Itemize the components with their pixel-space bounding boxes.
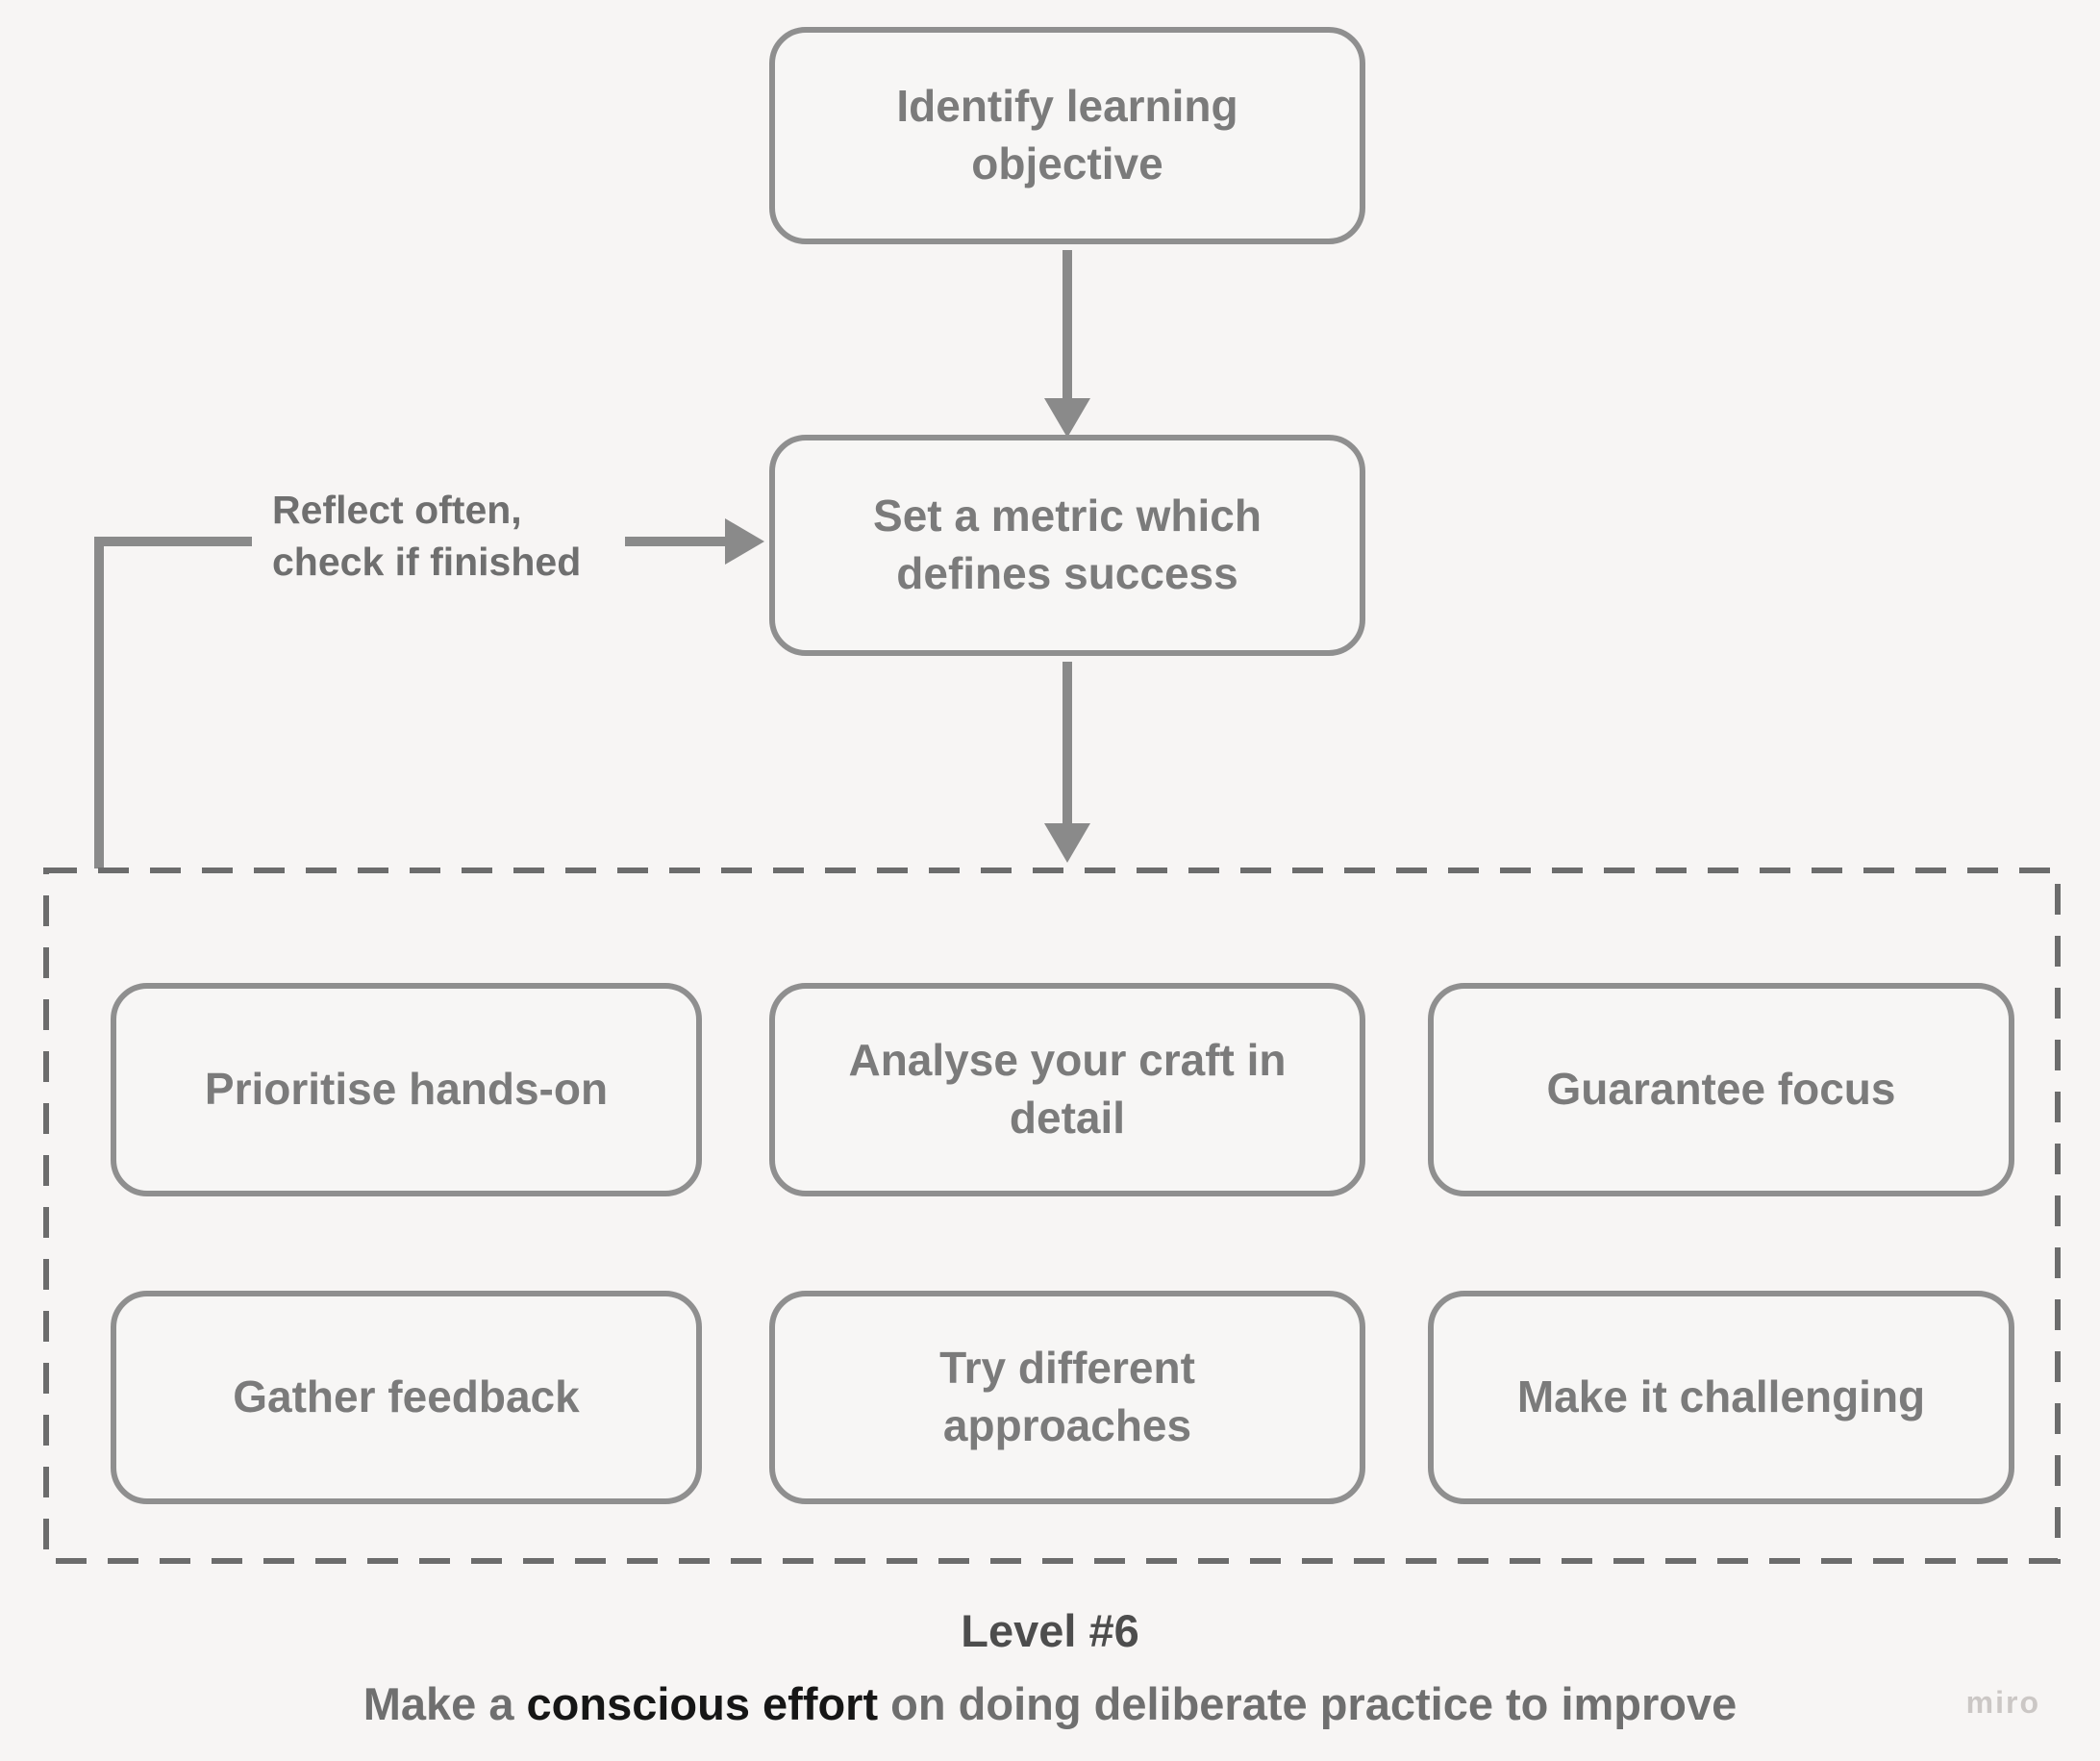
node-make-it-challenging: Make it challenging — [1428, 1291, 2014, 1504]
caption-suffix: on doing deliberate practice to improve — [878, 1678, 1738, 1729]
node-try-different-approaches: Try different approaches — [769, 1291, 1365, 1504]
node-label: Prioritise hands-on — [204, 1064, 609, 1115]
node-label: Analyse your craft in detail — [848, 1035, 1287, 1143]
caption-level: Level #6 — [961, 1605, 1139, 1656]
feedback-line-2: check if finished — [272, 540, 582, 585]
arrow-feedback-to-metric — [625, 518, 764, 565]
miro-watermark: miro — [1965, 1685, 2040, 1720]
node-gather-feedback: Gather feedback — [111, 1291, 702, 1504]
node-label: Try different approaches — [939, 1343, 1195, 1450]
node-guarantee-focus: Guarantee focus — [1428, 983, 2014, 1196]
node-set-metric: Set a metric which defines success — [769, 435, 1365, 656]
node-identify-learning-objective: Identify learning objective — [769, 27, 1365, 244]
node-label: Set a metric which defines success — [873, 491, 1262, 598]
node-label: Make it challenging — [1516, 1371, 1926, 1422]
feedback-line-1: Reflect often, — [272, 488, 522, 532]
feedback-loop-line — [94, 537, 252, 868]
node-label: Identify learning objective — [896, 81, 1238, 189]
caption-prefix: Make a — [362, 1678, 527, 1729]
caption-sentence: Make a conscious effort on doing deliber… — [0, 1677, 2100, 1730]
node-label: Gather feedback — [233, 1371, 580, 1422]
feedback-annotation: Reflect often, check if finished — [272, 484, 581, 588]
caption-emphasis: conscious effort — [526, 1678, 879, 1729]
node-prioritise-hands-on: Prioritise hands-on — [111, 983, 702, 1196]
node-analyse-craft: Analyse your craft in detail — [769, 983, 1365, 1196]
node-label: Guarantee focus — [1546, 1064, 1896, 1115]
arrow-metric-to-practice — [1044, 662, 1090, 863]
arrow-identify-to-metric — [1044, 250, 1090, 438]
